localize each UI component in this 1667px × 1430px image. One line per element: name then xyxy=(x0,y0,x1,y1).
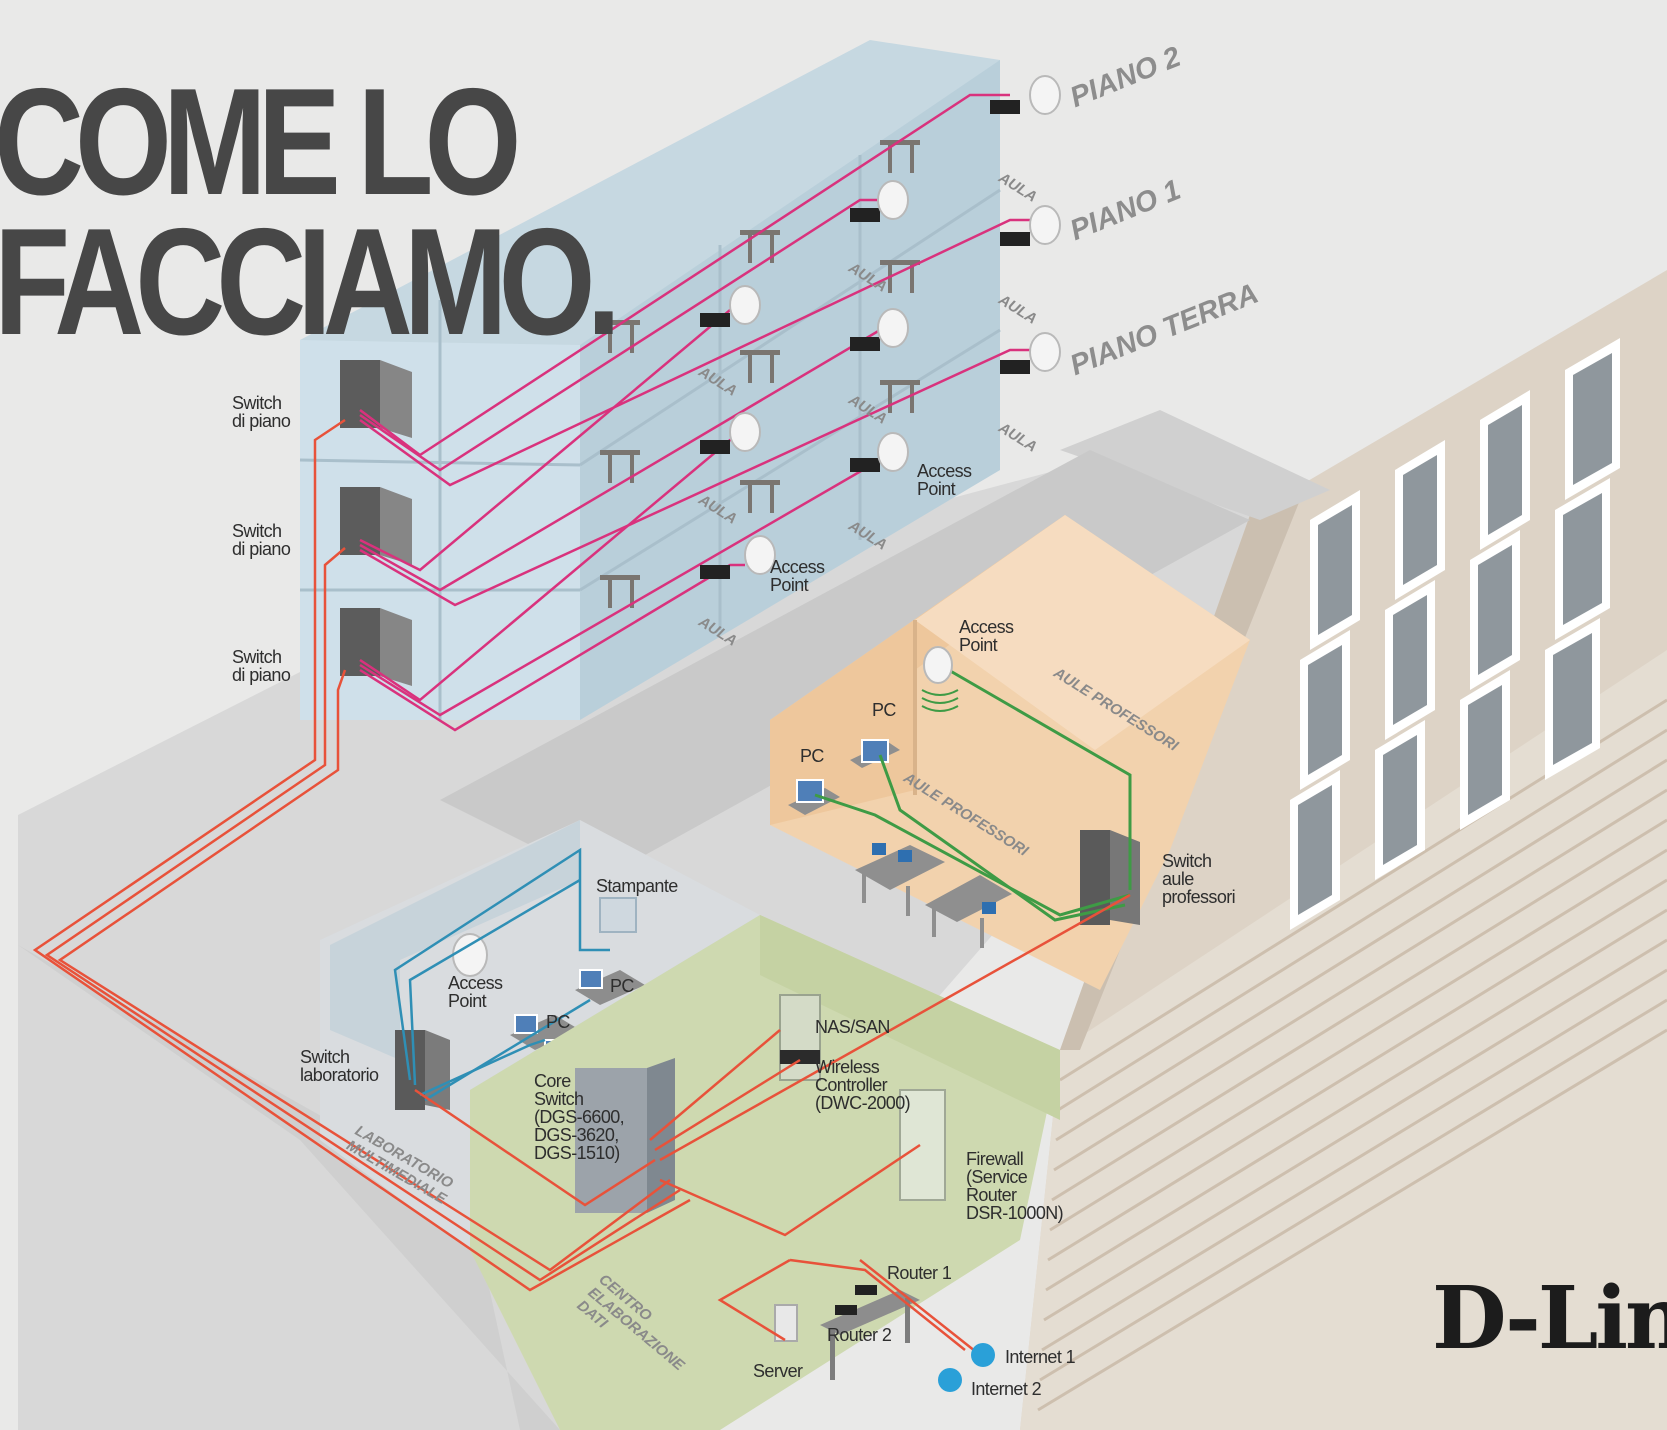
label-line: Access xyxy=(448,973,503,993)
label-access-point: Access Point xyxy=(770,557,825,595)
label-line: (Service xyxy=(966,1167,1028,1187)
label-line: Switch xyxy=(1162,851,1212,871)
label-core-switch: Core Switch (DGS-6600, DGS-3620, DGS-151… xyxy=(534,1071,625,1163)
internet-globes xyxy=(938,1343,995,1392)
label-line: Access xyxy=(770,557,825,577)
label-line: (DGS-6600, xyxy=(534,1107,625,1127)
label-line: aule xyxy=(1162,869,1194,889)
label-switch-di-piano: Switch di piano xyxy=(232,393,291,431)
label-line: di piano xyxy=(232,539,291,559)
label-line: (DWC-2000) xyxy=(815,1093,911,1113)
title-line-2: FACCIAMO. xyxy=(0,197,621,367)
label-line: Point xyxy=(770,575,809,595)
label-line: Switch xyxy=(232,521,282,541)
label-switch-aule-professori: Switch aule professori xyxy=(1162,851,1236,907)
label-internet-2: Internet 2 xyxy=(971,1379,1042,1399)
label-server: Server xyxy=(753,1361,803,1381)
label-access-point: Access Point xyxy=(959,617,1014,655)
label-router-1: Router 1 xyxy=(887,1263,952,1283)
label-switch-laboratorio: Switch laboratorio xyxy=(300,1047,379,1085)
label-firewall: Firewall (Service Router DSR-1000N) xyxy=(966,1149,1064,1223)
label-line: Switch xyxy=(534,1089,584,1109)
label-switch-di-piano: Switch di piano xyxy=(232,521,291,559)
label-nas-san: NAS/SAN xyxy=(815,1017,890,1037)
label-line: di piano xyxy=(232,411,291,431)
label-internet-1: Internet 1 xyxy=(1005,1347,1076,1367)
label-line: Access xyxy=(917,461,972,481)
page-title: COME LO FACCIAMO. xyxy=(0,57,621,367)
label-pc: PC xyxy=(610,976,634,996)
label-line: Switch xyxy=(232,393,282,413)
label-wireless-controller: Wireless Controller (DWC-2000) xyxy=(815,1057,911,1113)
tower-access-points xyxy=(700,75,1061,579)
school-tower xyxy=(299,40,1001,720)
dlink-logo: D-Link xyxy=(1432,1268,1667,1369)
label-line: Point xyxy=(917,479,956,499)
label-router-2: Router 2 xyxy=(827,1325,892,1345)
professori-cables xyxy=(814,663,1132,922)
label-line: Firewall xyxy=(966,1149,1024,1169)
laboratorio-cables xyxy=(393,847,610,1102)
label-line: Switch xyxy=(300,1047,350,1067)
label-line: Point xyxy=(448,991,487,1011)
label-pc: PC xyxy=(872,700,896,720)
professori-access-point xyxy=(921,646,959,712)
label-line: DGS-1510) xyxy=(534,1143,620,1163)
label-line: DGS-3620, xyxy=(534,1125,619,1145)
label-line: DSR-1000N) xyxy=(966,1203,1064,1223)
ground-slab-side xyxy=(18,815,560,1430)
floor-switch-racks xyxy=(340,360,412,686)
label-pc: PC xyxy=(800,746,824,766)
label-line: professori xyxy=(1162,887,1236,907)
label-line: Switch xyxy=(232,647,282,667)
label-line: laboratorio xyxy=(300,1065,379,1085)
label-line: Point xyxy=(959,635,998,655)
uplink-cables xyxy=(32,418,1131,1356)
label-line: Controller xyxy=(815,1075,888,1095)
label-line: Access xyxy=(959,617,1014,637)
label-line: di piano xyxy=(232,665,291,685)
label-stampante: Stampante xyxy=(596,876,678,896)
label-line: Router xyxy=(966,1185,1017,1205)
label-pc: PC xyxy=(546,1012,570,1032)
title-line-1: COME LO xyxy=(0,57,522,227)
back-block xyxy=(1060,410,1330,520)
label-switch-di-piano: Switch di piano xyxy=(232,647,291,685)
label-line: Core xyxy=(534,1071,571,1091)
label-access-point: Access Point xyxy=(917,461,972,499)
label-access-point: Access Point xyxy=(448,973,503,1011)
label-line: Wireless xyxy=(815,1057,880,1077)
